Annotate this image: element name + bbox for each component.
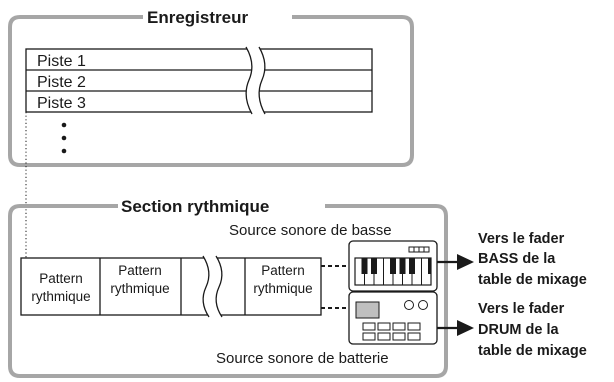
ellipsis-dot [61,148,67,154]
bass-arrow [437,254,474,270]
recorder-frame [8,15,414,167]
track-label: Piste 3 [37,95,86,112]
track-label: Piste 2 [37,74,86,91]
rhythm-title: Section rythmique [121,197,269,216]
drum-arrow [437,320,474,336]
pattern-label: Pattern [118,263,162,278]
drum-output-line: table de mixage [478,343,587,359]
pattern-label: rythmique [253,281,312,296]
pattern-label: rythmique [31,289,90,304]
track-table: Piste 1 Piste 2 Piste 3 [25,46,373,154]
drum-output-line: Vers le fader [478,301,565,317]
bass-output-line: table de mixage [478,272,587,288]
ellipsis-dot [61,122,67,128]
drum-source-label: Source sonore de batterie [216,350,389,367]
bass-source-label: Source sonore de basse [229,222,392,239]
recorder-title: Enregistreur [147,8,248,27]
bass-output-line: BASS de la [478,251,556,267]
ellipsis-dot [61,135,67,141]
drum-machine-icon [348,291,438,345]
keyboard-icon [348,240,438,292]
pattern-label: rythmique [110,281,169,296]
pattern-label: Pattern [261,263,305,278]
track-label: Piste 1 [37,53,86,70]
recorder-section: Enregistreur Piste 1 Piste 2 Piste 3 [8,8,414,167]
pattern-strip: Pattern rythmique Pattern rythmique Patt… [20,255,322,318]
bass-output-line: Vers le fader [478,231,565,247]
rhythm-section: Section rythmique Source sonore de basse… [8,197,448,378]
drum-output-line: DRUM de la [478,322,560,338]
pattern-label: Pattern [39,271,83,286]
rhythm-frame [8,204,448,378]
